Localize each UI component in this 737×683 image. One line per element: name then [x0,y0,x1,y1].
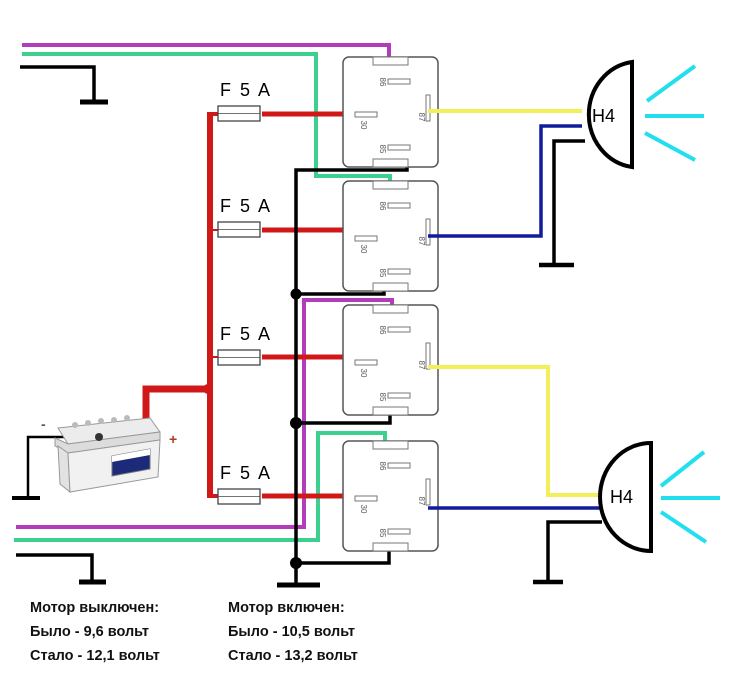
power-bus [142,111,355,499]
fuse-label: F 5 A [220,463,272,483]
battery: - + [12,415,177,500]
pin-30-label: 30 [359,121,368,130]
pin-87-blade [425,478,431,506]
lamp-wires [428,109,602,585]
pin-85-label: 85 [378,145,387,154]
notes-engine-on-before: Было - 10,5 вольт [228,624,355,640]
notes-engine-on-heading: Мотор включен: [228,600,345,616]
ground-wire-top-left [20,65,96,102]
pin-86-label: 86 [378,462,387,471]
pin-30-blade [354,359,378,366]
pin-85-label: 85 [378,393,387,402]
light-ray-icon [659,450,706,488]
light-ray-icon [644,131,696,162]
relay-tab-bottom [372,542,409,552]
relay-4: 86 30 85 87 [342,440,439,552]
relay-tab-top [372,440,409,450]
pin-86-label: 86 [378,78,387,87]
light-ray-icon [659,510,708,544]
fuse-label: F 5 A [220,80,272,100]
pin-86-blade [387,326,411,333]
lamp-label: H4 [592,106,615,126]
pin-30-label: 30 [359,245,368,254]
pin-86-blade [387,202,411,209]
notes-engine-on: Мотор включен: Было - 10,5 вольт Стало -… [228,596,358,668]
pin-87-label: 87 [417,113,426,122]
pin-86-blade [387,462,411,469]
pin-30-blade [354,235,378,242]
relay-2: 86 30 85 87 [342,180,439,292]
pin-30-label: 30 [359,369,368,378]
ground-junction [290,417,302,429]
battery-plus-wire [142,385,208,425]
blue-wire-upper [428,124,582,238]
ground-junction [290,557,302,569]
relay-tab-bottom [372,406,409,416]
pin-85-blade [387,392,411,399]
battery-plus-label: + [169,431,177,447]
fuse-label: F 5 A [220,324,272,344]
relay-tab-top [372,56,409,66]
relay-group: 86 30 85 87 86 30 85 87 86 30 85 87 86 30 85 87 [342,56,439,552]
pin-85-blade [387,268,411,275]
pin-87-label: 87 [417,361,426,370]
pin-85-label: 85 [378,269,387,278]
h4-lamp-upper: H4 [586,59,704,170]
lamp-housing [598,440,653,554]
relay-tab-top [372,304,409,314]
top-wire-group [20,43,392,200]
green-control-wire-top [22,52,392,200]
relay-1: 86 30 85 87 [342,56,439,168]
fuse-label: F 5 A [220,196,272,216]
notes-engine-off: Мотор выключен: Было - 9,6 вольт Стало -… [30,596,160,668]
fuse-4: F 5 A [217,463,272,505]
battery-icon [54,415,161,494]
pin-87-label: 87 [417,237,426,246]
pin-86-label: 86 [378,326,387,335]
lamp-label: H4 [610,487,633,507]
relay-tab-bottom [372,282,409,292]
relay-3: 86 30 85 87 [342,304,439,416]
pin-85-blade [387,528,411,535]
pin-87-label: 87 [417,497,426,506]
lamp-housing [586,59,634,170]
pin-86-label: 86 [378,202,387,211]
pin-85-label: 85 [378,529,387,538]
pin-30-blade [354,495,378,502]
notes-engine-off-heading: Мотор выключен: [30,600,160,616]
relay-tab-bottom [372,158,409,168]
pin-30-label: 30 [359,505,368,514]
ground-junction [290,288,302,300]
relay-tab-top [372,180,409,190]
light-ray-icon [645,64,697,103]
yellow-wire-lower [428,365,601,497]
pin-86-blade [387,78,411,85]
pin-87-blade [425,218,431,246]
pin-30-blade [354,111,378,118]
pin-85-blade [387,144,411,151]
fuse-1: F 5 A [217,80,272,122]
notes-engine-off-before: Было - 9,6 вольт [30,624,149,640]
pin-87-blade [425,94,431,122]
battery-minus-label: - [41,416,46,432]
ground-wire-bottom-left [16,553,94,582]
purple-control-wire-top [22,43,391,80]
lamp-ground-upper [552,139,585,264]
purple-control-wire-bottom [16,298,394,529]
lamp-ground-lower [546,520,602,582]
notes-engine-off-after: Стало - 12,1 вольт [30,648,160,664]
h4-lamp-lower: H4 [598,440,720,554]
power-junction [203,384,213,394]
notes-engine-on-after: Стало - 13,2 вольт [228,648,358,664]
fuse-2: F 5 A [217,196,272,238]
fuse-3: F 5 A [217,324,272,366]
